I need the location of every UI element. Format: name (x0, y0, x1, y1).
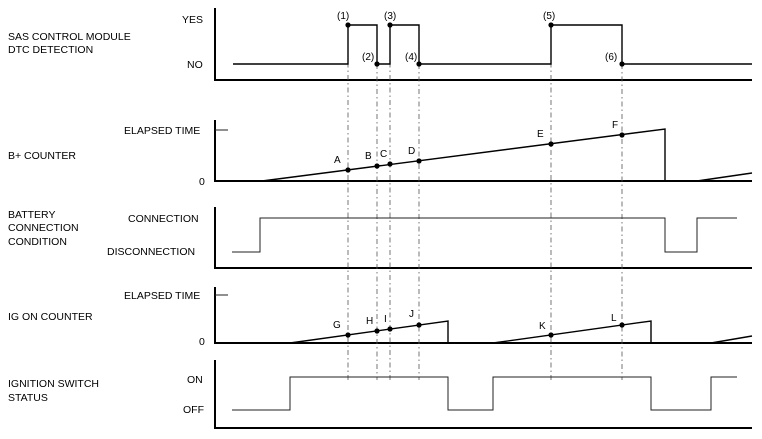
event-dot-3 (387, 22, 393, 28)
event-label-3: (3) (384, 11, 396, 22)
ig-label-l: L (611, 313, 617, 324)
ignition-level-off: OFF (183, 404, 204, 416)
ignition-switch-signal (232, 376, 737, 411)
ignition-axis (214, 360, 752, 429)
ig-point-i (387, 326, 393, 332)
event-label-1: (1) (337, 11, 349, 22)
bplus-label-f: F (612, 120, 618, 131)
ig-label-i: I (384, 314, 387, 325)
ig-counter-level-elapsed: ELAPSED TIME (124, 290, 200, 302)
bplus-point-e (548, 141, 554, 147)
ig-label-k: K (539, 321, 546, 332)
bplus-counter-restart (696, 172, 753, 182)
ig-label-g: G (333, 320, 341, 331)
ig-point-h (374, 328, 380, 334)
sas-level-no: NO (187, 59, 203, 71)
ignition-row-label-line2: STATUS (8, 392, 48, 404)
ig-counter-level-zero: 0 (199, 336, 205, 348)
bplus-point-f (619, 132, 625, 138)
battery-level-disconnection: DISCONNECTION (107, 246, 195, 258)
event-dot-1 (345, 22, 351, 28)
ignition-row-label-line1: IGNITION SWITCH (8, 378, 99, 390)
bplus-point-c (387, 161, 393, 167)
bplus-level-zero: 0 (199, 176, 205, 188)
ig-label-h: H (366, 316, 373, 327)
event-guide-lines (347, 25, 623, 380)
ig-label-j: J (409, 309, 414, 320)
battery-axis (214, 207, 752, 269)
bplus-label-a: A (334, 155, 341, 166)
ig-counter-axis (214, 287, 752, 344)
bplus-label-d: D (408, 146, 415, 157)
battery-connection-signal (232, 217, 737, 253)
ig-point-g (345, 332, 351, 338)
event-dot-2 (374, 61, 380, 67)
battery-row-label-line3: CONDITION (8, 236, 67, 248)
bplus-axis (214, 120, 752, 182)
bplus-point-b (374, 163, 380, 169)
event-dot-6 (619, 61, 625, 67)
bplus-label-b: B (365, 151, 372, 162)
ig-counter-ramp-3 (710, 335, 753, 344)
ig-point-l (619, 322, 625, 328)
bplus-point-d (416, 158, 422, 164)
bplus-label-e: E (537, 129, 544, 140)
ig-counter-ramp-2 (492, 320, 652, 344)
bplus-label-c: C (380, 149, 387, 160)
event-dot-4 (416, 61, 422, 67)
sas-row-label-line2: DTC DETECTION (8, 44, 93, 56)
event-label-5: (5) (543, 11, 555, 22)
ignition-level-on: ON (187, 374, 203, 386)
battery-level-connection: CONNECTION (128, 213, 199, 225)
sas-row-label-line1: SAS CONTROL MODULE (8, 31, 131, 43)
ig-point-k (548, 332, 554, 338)
event-label-2: (2) (362, 52, 374, 63)
event-label-6: (6) (605, 52, 617, 63)
battery-row-label-line1: BATTERY (8, 209, 55, 221)
sas-level-yes: YES (182, 14, 203, 26)
sas-dtc-signal (233, 24, 752, 65)
bplus-row-label: B+ COUNTER (8, 150, 76, 162)
ig-counter-ramp-1 (289, 320, 449, 344)
event-label-4: (4) (405, 52, 417, 63)
bplus-point-a (345, 167, 351, 173)
battery-row-label-line2: CONNECTION (8, 222, 79, 234)
event-dot-5 (548, 22, 554, 28)
bplus-counter-ramp (261, 128, 666, 182)
ig-point-j (416, 322, 422, 328)
ig-counter-row-label: IG ON COUNTER (8, 311, 93, 323)
sas-axis (214, 8, 752, 81)
bplus-level-elapsed: ELAPSED TIME (124, 125, 200, 137)
